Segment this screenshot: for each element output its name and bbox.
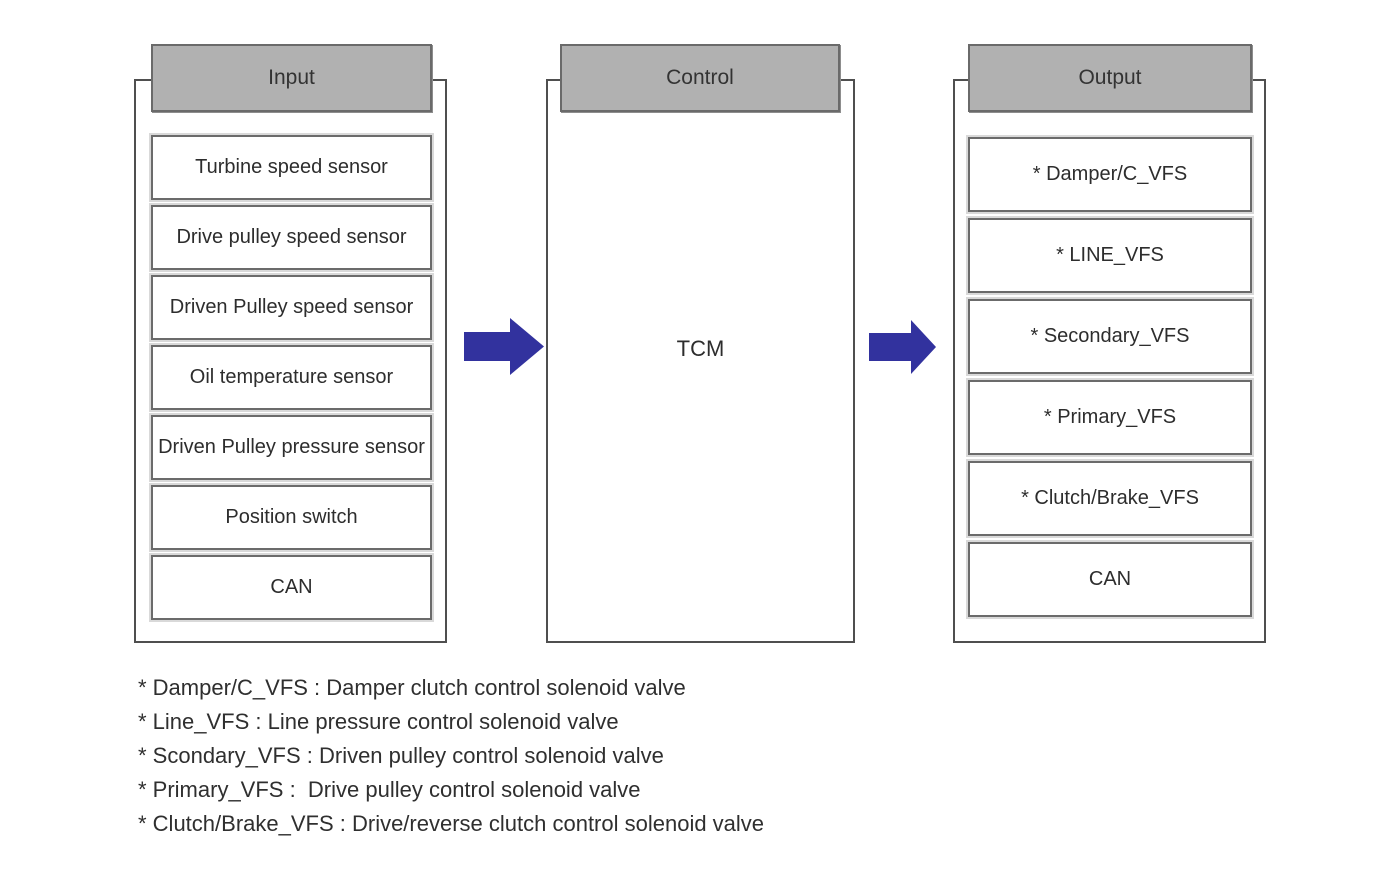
input-item-drive-pulley-speed-sensor: Drive pulley speed sensor (149, 203, 434, 272)
input-item-can: CAN (149, 553, 434, 622)
control-unit-tcm: TCM (676, 336, 725, 361)
output-item-can: CAN (966, 540, 1254, 619)
footnote-legend: * Damper/C_VFS : Damper clutch control s… (138, 671, 764, 841)
input-item-driven-pulley-pressure-sensor: Driven Pulley pressure sensor (149, 413, 434, 482)
arrow-right-icon-control-to-output (869, 320, 936, 374)
output-item-secondary-vfs: * Secondary_VFS (966, 297, 1254, 376)
footnote-primary-vfs: * Primary_VFS : Drive pulley control sol… (138, 777, 641, 802)
input-item-turbine-speed-sensor: Turbine speed sensor (149, 133, 434, 202)
control-column-container (546, 79, 855, 643)
control-header-label: Control (666, 66, 734, 89)
output-header-label: Output (1078, 66, 1142, 89)
input-item-position-switch: Position switch (149, 483, 434, 552)
input-header-label: Input (268, 66, 315, 89)
output-item-damper-c-vfs: * Damper/C_VFS (966, 135, 1254, 214)
footnote-clutch-brake-vfs: * Clutch/Brake_VFS : Drive/reverse clutc… (138, 811, 765, 836)
input-item-driven-pulley-speed-sensor: Driven Pulley speed sensor (149, 273, 434, 342)
arrow-right-shape (869, 320, 936, 374)
output-item-list: * Damper/C_VFS * LINE_VFS * Secondary_VF… (966, 135, 1254, 619)
output-header: Output (968, 44, 1252, 112)
arrow-right-icon-input-to-control (464, 318, 544, 375)
output-item-line-vfs: * LINE_VFS (966, 216, 1254, 295)
footnote-scondary-vfs: * Scondary_VFS : Driven pulley control s… (138, 743, 664, 768)
output-item-clutch-brake-vfs: * Clutch/Brake_VFS (966, 459, 1254, 538)
input-item-oil-temperature-sensor: Oil temperature sensor (149, 343, 434, 412)
footnote-line-vfs: * Line_VFS : Line pressure control solen… (138, 709, 619, 734)
arrow-right-shape (464, 318, 544, 375)
input-item-list: Turbine speed sensor Drive pulley speed … (149, 133, 434, 622)
output-item-primary-vfs: * Primary_VFS (966, 378, 1254, 457)
control-header: Control (560, 44, 840, 112)
footnote-damper-c-vfs: * Damper/C_VFS : Damper clutch control s… (138, 675, 686, 700)
input-header: Input (151, 44, 432, 112)
